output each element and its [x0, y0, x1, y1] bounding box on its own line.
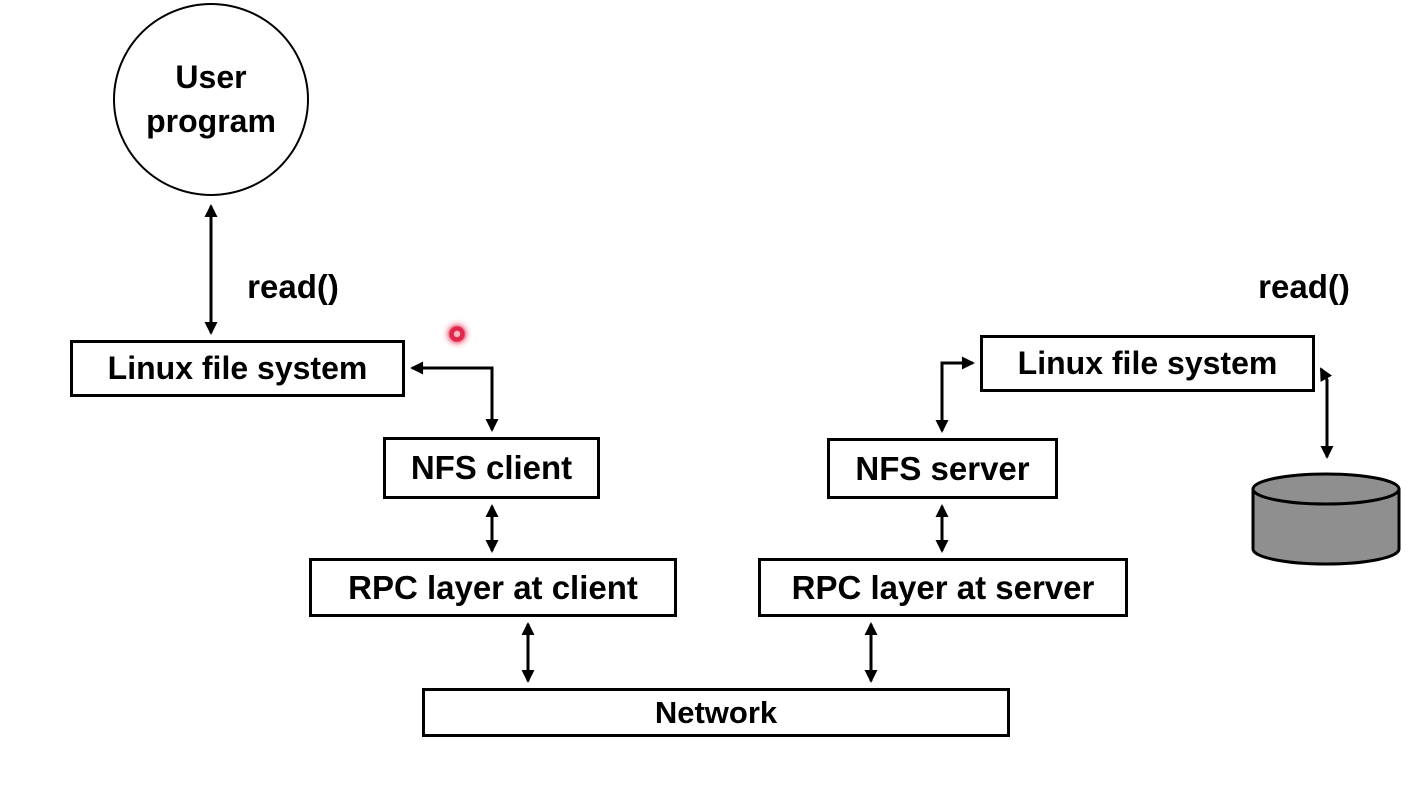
disk-cylinder-icon — [1251, 472, 1401, 566]
node-network: Network — [422, 688, 1010, 737]
node-linux-file-system-client: Linux file system — [70, 340, 405, 397]
node-nfs-server: NFS server — [827, 438, 1058, 499]
label-read-call-client: read() — [247, 268, 339, 305]
node-linux-file-system-server: Linux file system — [980, 335, 1315, 392]
node-nfs-client: NFS client — [383, 437, 600, 499]
laser-pointer-dot — [442, 319, 472, 349]
node-rpc-layer-client: RPC layer at client — [309, 558, 677, 617]
node-rpc-layer-server: RPC layer at server — [758, 558, 1128, 617]
label-read-call-server: read() — [1258, 268, 1350, 305]
arrow-nfsserver-linuxfs-elbow — [935, 356, 975, 433]
node-user-program: User program — [113, 3, 309, 196]
arrow-linuxfs-nfsclient-elbow — [410, 361, 499, 432]
arrow-linuxfs-disk — [1319, 367, 1334, 459]
